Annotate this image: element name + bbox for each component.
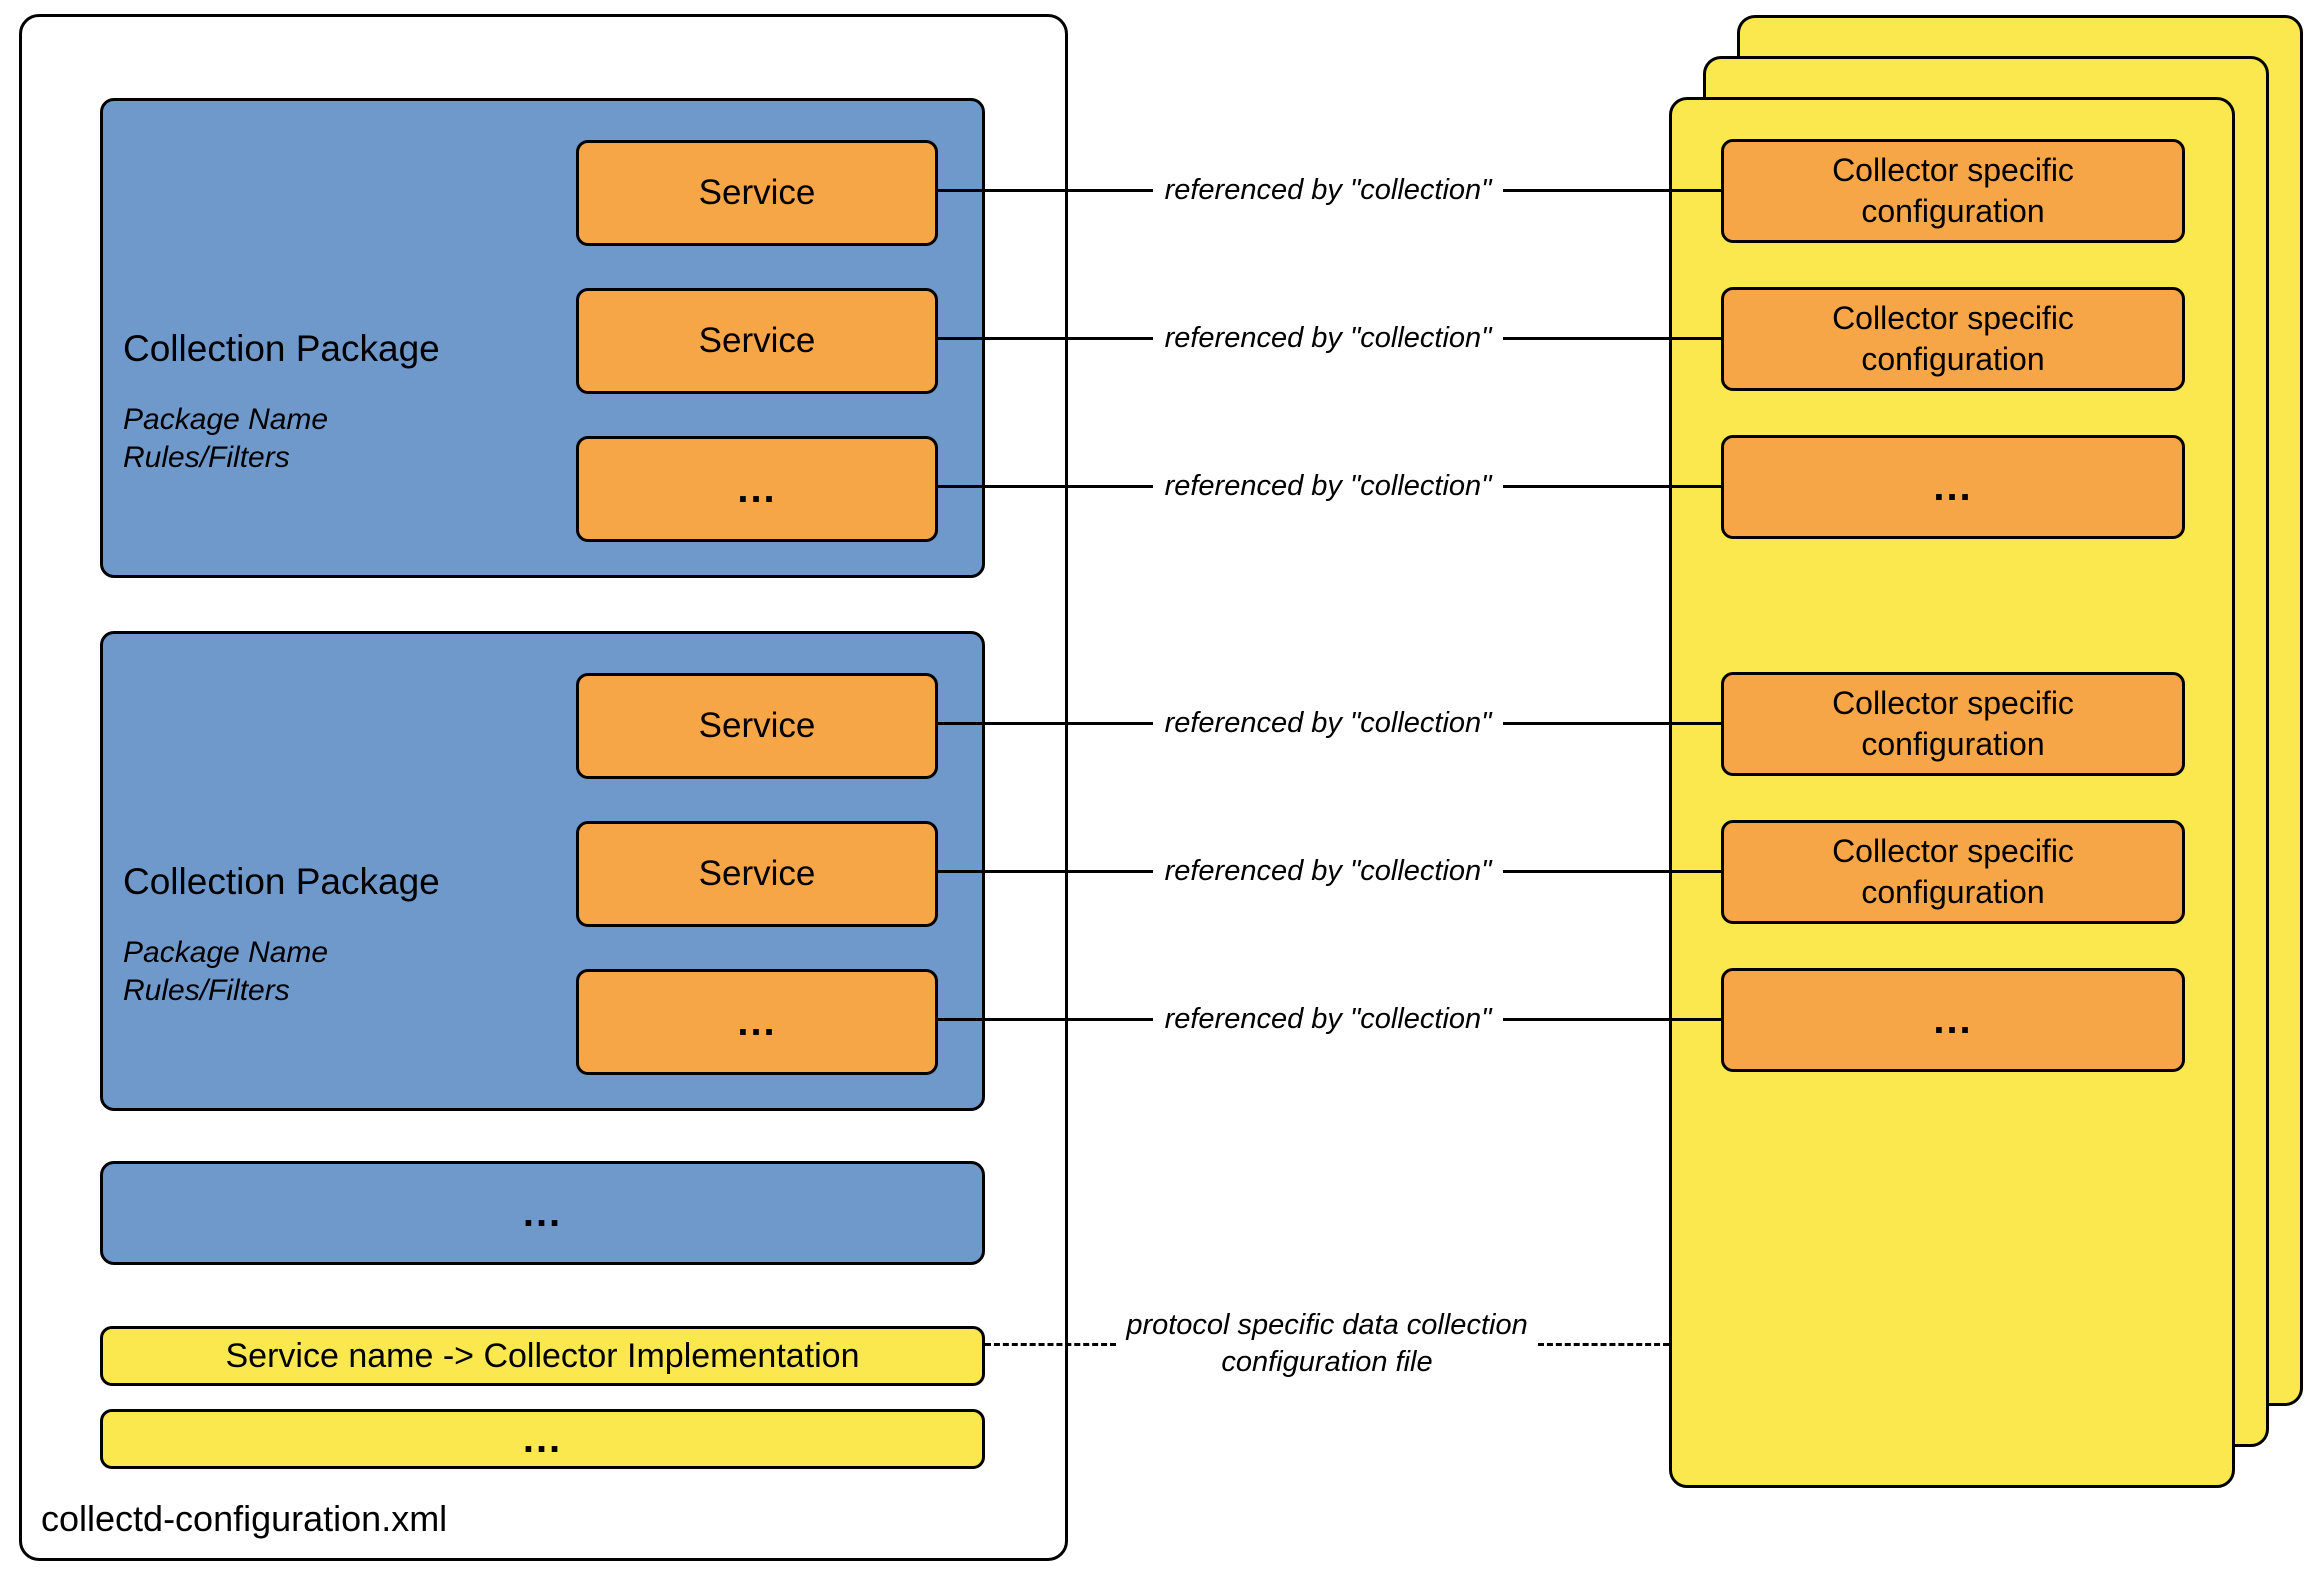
collector-config-box: Collector specific configuration	[1721, 287, 2185, 391]
collector-config-more-box: ...	[1721, 968, 2185, 1072]
reference-connector-label: referenced by "collection"	[1164, 854, 1492, 887]
service-box: Service	[576, 821, 938, 927]
connector-line	[1503, 188, 1721, 192]
ellipsis-label: ...	[1933, 464, 1973, 509]
ellipsis-label: ...	[737, 466, 777, 511]
ellipsis-label: ...	[522, 1416, 563, 1461]
connector-line	[935, 1017, 1153, 1021]
protocol-config-label-line2: configuration file	[1221, 1346, 1433, 1378]
rules-filters-label: Rules/Filters	[123, 441, 290, 474]
service-box: Service	[576, 288, 938, 394]
file-name-label: collectd-configuration.xml	[41, 1498, 448, 1539]
connector-line	[935, 484, 1153, 488]
collection-package-1: Collection Package Package Name Rules/Fi…	[100, 98, 985, 578]
service-label: Service	[698, 321, 816, 360]
ellipsis-label: ...	[737, 999, 777, 1044]
package-title: Collection Package	[123, 328, 440, 369]
reference-connector: referenced by "collection"	[935, 470, 1721, 502]
reference-connector: referenced by "collection"	[935, 322, 1721, 354]
connector-line	[1503, 484, 1721, 488]
reference-connector-label: referenced by "collection"	[1164, 321, 1492, 354]
package-meta: Package Name Rules/Filters	[123, 401, 328, 477]
reference-connector: referenced by "collection"	[935, 174, 1721, 206]
reference-connector: referenced by "collection"	[935, 707, 1721, 739]
dashed-connector-line	[1537, 1342, 1670, 1346]
collection-package-2: Collection Package Package Name Rules/Fi…	[100, 631, 985, 1111]
service-label: Service	[698, 706, 816, 745]
collector-config-label: Collector specific configuration	[1832, 833, 2074, 910]
ellipsis-label: ...	[1933, 997, 1973, 1042]
collector-config-box: Collector specific configuration	[1721, 139, 2185, 243]
connector-line	[1503, 721, 1721, 725]
service-more-box: ...	[576, 436, 938, 542]
service-collector-mapping-label: Service name -> Collector Implementation	[225, 1336, 860, 1375]
collector-config-label: Collector specific configuration	[1832, 300, 2074, 377]
package-title: Collection Package	[123, 861, 440, 902]
reference-connector-label: referenced by "collection"	[1164, 173, 1492, 206]
service-label: Service	[698, 854, 816, 893]
dashed-connector-line	[985, 1342, 1117, 1346]
collector-config-more-box: ...	[1721, 435, 2185, 539]
reference-connector: referenced by "collection"	[935, 1003, 1721, 1035]
reference-connector-label: referenced by "collection"	[1164, 1002, 1492, 1035]
rules-filters-label: Rules/Filters	[123, 974, 290, 1007]
connector-line	[1503, 336, 1721, 340]
package-name-label: Package Name	[123, 403, 329, 436]
collector-config-label: Collector specific configuration	[1832, 152, 2074, 229]
service-label: Service	[698, 173, 816, 212]
connector-line	[935, 188, 1153, 192]
reference-connector-label: referenced by "collection"	[1164, 706, 1492, 739]
collector-config-box: Collector specific configuration	[1721, 820, 2185, 924]
reference-connector-label: referenced by "collection"	[1164, 469, 1492, 502]
protocol-config-connector-label: protocol specific data collection config…	[1116, 1307, 1537, 1381]
connector-line	[935, 336, 1153, 340]
connector-line	[935, 869, 1153, 873]
package-name-label: Package Name	[123, 936, 329, 969]
connector-line	[935, 721, 1153, 725]
ellipsis-label: ...	[522, 1190, 563, 1235]
service-collector-mapping-box: Service name -> Collector Implementation	[100, 1326, 985, 1386]
connector-line	[1503, 1017, 1721, 1021]
service-more-box: ...	[576, 969, 938, 1075]
service-box: Service	[576, 673, 938, 779]
collector-config-box: Collector specific configuration	[1721, 672, 2185, 776]
package-meta: Package Name Rules/Filters	[123, 934, 328, 1010]
more-packages-box: ...	[100, 1161, 985, 1265]
collector-config-file-card-front: Collector specific configuration Collect…	[1669, 97, 2235, 1488]
connector-line	[1503, 869, 1721, 873]
protocol-config-connector: protocol specific data collection config…	[985, 1307, 1670, 1381]
reference-connector: referenced by "collection"	[935, 855, 1721, 887]
service-box: Service	[576, 140, 938, 246]
collector-config-label: Collector specific configuration	[1832, 685, 2074, 762]
protocol-config-label-line1: protocol specific data collection	[1126, 1309, 1528, 1341]
more-mappings-box: ...	[100, 1409, 985, 1469]
